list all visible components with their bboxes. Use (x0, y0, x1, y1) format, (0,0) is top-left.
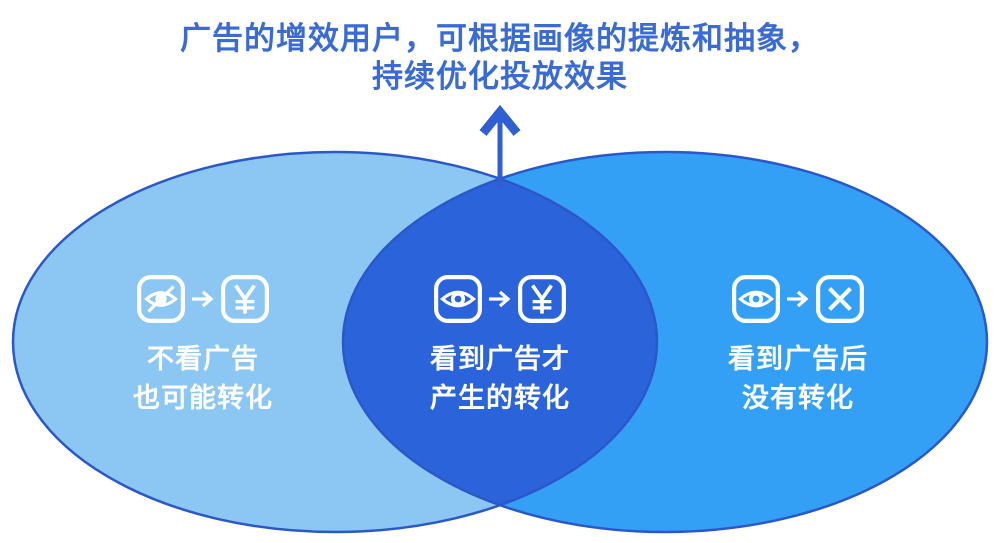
yen-icon (518, 275, 566, 323)
eye-icon (434, 275, 482, 323)
x-icon (816, 275, 864, 323)
diagram-title-line1: 广告的增效用户，可根据画像的提炼和抽象， (180, 21, 820, 56)
left-icon-row (136, 274, 270, 324)
right-label-line1: 看到广告后 (728, 344, 868, 374)
center-section: 看到广告才 产生的转化 (430, 274, 570, 418)
center-icon-row (433, 274, 567, 324)
right-section-label: 看到广告后 没有转化 (728, 340, 868, 418)
right-section: 看到广告后 没有转化 (728, 274, 868, 418)
left-label-line2: 也可能转化 (133, 383, 273, 413)
left-ellipse-outline (11, 150, 659, 534)
intersection-lens (343, 152, 657, 532)
arrow-right-icon (787, 290, 809, 308)
center-label-line2: 产生的转化 (430, 383, 570, 413)
up-arrow (479, 104, 521, 188)
right-label-line2: 没有转化 (742, 383, 854, 413)
right-ellipse-outline (341, 150, 989, 534)
left-label-line1: 不看广告 (147, 344, 259, 374)
diagram-title-line2: 持续优化投放效果 (372, 59, 628, 94)
eye-off-icon (137, 275, 185, 323)
arrow-right-icon (192, 290, 214, 308)
right-icon-row (731, 274, 865, 324)
diagram-title: 广告的增效用户，可根据画像的提炼和抽象， 持续优化投放效果 (0, 20, 1000, 96)
left-section: 不看广告 也可能转化 (133, 274, 273, 418)
yen-icon (221, 275, 269, 323)
left-section-label: 不看广告 也可能转化 (133, 340, 273, 418)
center-label-line1: 看到广告才 (430, 344, 570, 374)
center-section-label: 看到广告才 产生的转化 (430, 340, 570, 418)
eye-icon (732, 275, 780, 323)
arrow-right-icon (489, 290, 511, 308)
